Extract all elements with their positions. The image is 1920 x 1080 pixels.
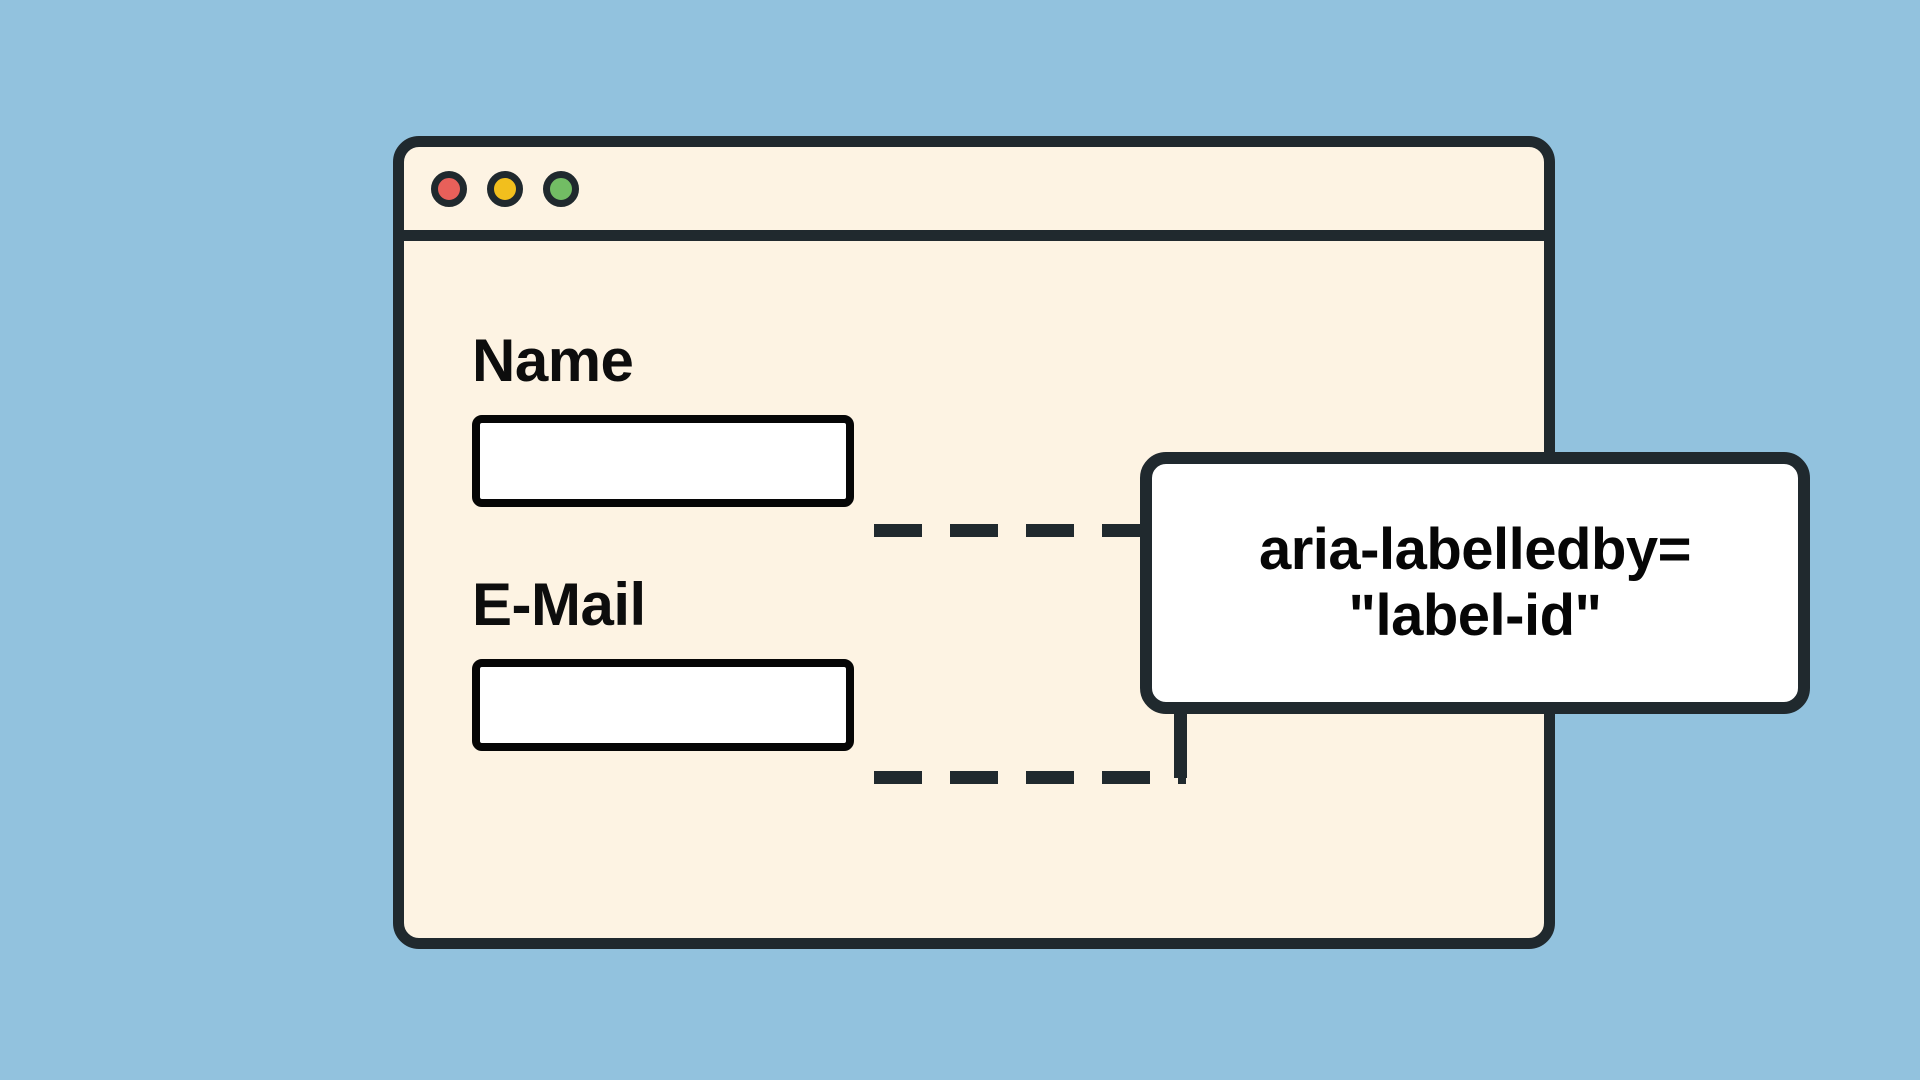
connector-name-to-callout	[874, 524, 1144, 537]
name-field-label: Name	[472, 327, 634, 394]
window-content: Name E-Mail	[404, 241, 1544, 938]
connector-vertical-stub	[1174, 706, 1187, 778]
callout-line-1: aria-labelledby=	[1258, 516, 1692, 582]
aria-labelledby-callout: aria-labelledby= "label-id"	[1140, 452, 1810, 714]
minimize-dot-icon[interactable]	[487, 170, 523, 207]
callout-text: aria-labelledby= "label-id"	[1258, 516, 1692, 649]
callout-line-2: "label-id"	[1348, 583, 1602, 648]
connector-email-to-callout	[874, 771, 1186, 784]
email-field-label: E-Mail	[472, 571, 646, 638]
window-controls	[431, 170, 579, 207]
maximize-dot-icon[interactable]	[543, 170, 579, 207]
window-titlebar	[404, 147, 1544, 241]
email-input[interactable]	[472, 659, 854, 751]
form-field-email: E-Mail	[472, 575, 1544, 751]
close-dot-icon[interactable]	[431, 170, 467, 207]
name-input[interactable]	[472, 415, 854, 507]
form-field-name: Name	[472, 331, 1544, 507]
